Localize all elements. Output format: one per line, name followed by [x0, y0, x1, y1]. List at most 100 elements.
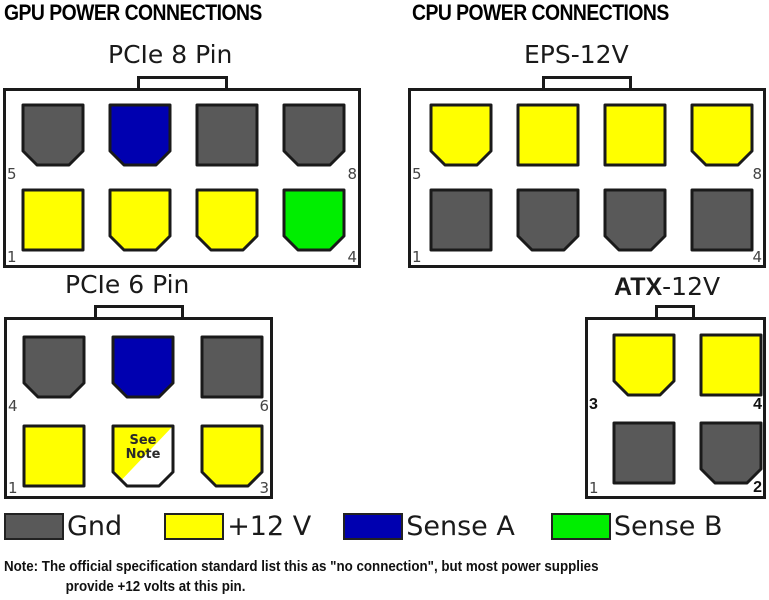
footnote: Note: The official specification standar…: [4, 557, 708, 597]
gnd-pin-shape: [200, 335, 264, 399]
eps12v-pin-label-top-right: 8: [752, 165, 762, 183]
atx12v-connector: 3 4 1 2: [585, 317, 766, 499]
gnd-pin-shape: [516, 188, 580, 252]
eps12v-pin-6: [516, 103, 580, 167]
pcie8-pin-2: [108, 188, 172, 252]
pcie8-pin-8: [282, 103, 346, 167]
gnd-pin-shape: [282, 103, 346, 167]
eps12v-pin-7: [603, 103, 667, 167]
plus12v-pin-shape: [21, 188, 85, 252]
atx12v-title: ATX-12V: [614, 272, 720, 302]
atx12v-pin-2: [699, 421, 763, 485]
pcie8-title: PCIe 8 Pin: [108, 40, 233, 69]
atx12v-pin-label-bottom-left: 1: [589, 479, 599, 497]
pcie6-pin-4: [22, 335, 86, 399]
cpu-section-heading: CPU POWER CONNECTIONS: [412, 0, 669, 25]
eps12v-pin-8: [690, 103, 754, 167]
atx12v-latch-tab: [655, 305, 695, 319]
plus12v-pin-shape: [429, 103, 493, 167]
gnd-pin-shape: [699, 421, 763, 485]
legend-label: +12 V: [227, 511, 312, 542]
sense-b-pin-shape: [282, 188, 346, 252]
pcie8-pin-label-bottom-left: 1: [7, 248, 17, 266]
pcie6-latch-tab: [94, 305, 184, 319]
plus12v-pin-shape: [612, 333, 676, 397]
atx12v-pin-label-top-left: 3: [589, 396, 598, 413]
pcie8-pin-label-top-right: 8: [347, 165, 357, 183]
footnote-line-2: provide +12 volts at this pin.: [65, 579, 246, 595]
pcie8-pin-1: [21, 188, 85, 252]
eps12v-pin-2: [516, 188, 580, 252]
atx12v-pin-4: [699, 333, 763, 397]
gnd-pin-shape: [690, 188, 754, 252]
sense-b-swatch: [550, 513, 611, 540]
legend-item-gnd: Gnd: [4, 513, 122, 540]
plus12v-pin-shape: [516, 103, 580, 167]
gnd-pin-shape: [22, 335, 86, 399]
pcie8-connector: 5 8 1 4: [3, 88, 361, 268]
eps12v-connector: 5 8 1 4: [408, 88, 766, 268]
see-note-pin-shape: [111, 424, 175, 488]
pcie6-pin-label-top-right: 6: [259, 397, 269, 415]
pcie6-pin-label-bottom-left: 1: [8, 479, 18, 497]
pcie8-pin-5: [21, 103, 85, 167]
gnd-pin-shape: [429, 188, 493, 252]
pcie6-pin-5: [111, 335, 175, 399]
legend-label: Sense B: [613, 511, 723, 542]
plus12v-pin-shape: [108, 188, 172, 252]
eps12v-pin-label-top-left: 5: [412, 165, 422, 183]
eps12v-pin-5: [429, 103, 493, 167]
footnote-line-1: Note: The official specification standar…: [4, 559, 599, 575]
pcie6-pin-label-bottom-right: 3: [259, 479, 269, 497]
gnd-pin-shape: [603, 188, 667, 252]
eps12v-latch-tab: [542, 76, 632, 90]
legend-item-sense-b: Sense B: [550, 511, 723, 542]
sense-a-swatch: [343, 513, 404, 540]
eps12v-pin-label-bottom-left: 1: [412, 248, 422, 266]
pcie6-pin-3: [200, 424, 264, 488]
pcie6-title: PCIe 6 Pin: [65, 270, 190, 299]
sense-a-pin-shape: [111, 335, 175, 399]
legend: Gnd +12 V Sense A Sense B: [4, 513, 744, 540]
plus12v-pin-shape: [699, 333, 763, 397]
see-note-line-1: See: [129, 433, 157, 448]
pcie8-latch-tab: [137, 76, 228, 90]
atx12v-pin-label-bottom-right: 2: [753, 479, 762, 496]
eps12v-title: EPS-12V: [524, 40, 629, 69]
atx12v-pin-3: [612, 333, 676, 397]
eps12v-pin-label-bottom-right: 4: [752, 248, 762, 266]
legend-label: Sense A: [406, 511, 515, 542]
plus12v-swatch: [164, 513, 225, 540]
atx12v-title-rest: -12V: [662, 272, 721, 301]
plus12v-pin-shape: [690, 103, 754, 167]
legend-item-plus12v: +12 V: [164, 513, 311, 540]
legend-label: Gnd: [67, 511, 123, 542]
gnd-pin-shape: [195, 103, 259, 167]
pcie8-pin-3: [195, 188, 259, 252]
see-note-line-2: Note: [125, 447, 161, 462]
eps12v-pin-1: [429, 188, 493, 252]
pcie8-pin-4: [282, 188, 346, 252]
legend-item-sense-a: Sense A: [343, 513, 515, 540]
pcie6-pin-label-top-left: 4: [8, 397, 18, 415]
pcie8-pin-label-bottom-right: 4: [347, 248, 357, 266]
atx12v-pin-label-top-right: 4: [753, 396, 762, 413]
atx12v-pin-1: [612, 421, 676, 485]
gnd-pin-shape: [21, 103, 85, 167]
pcie8-pin-6: [108, 103, 172, 167]
plus12v-pin-shape: [200, 424, 264, 488]
pcie6-pin-6: [200, 335, 264, 399]
plus12v-pin-shape: [195, 188, 259, 252]
plus12v-pin-shape: [603, 103, 667, 167]
pcie8-pin-7: [195, 103, 259, 167]
pcie6-pin-1: [22, 424, 86, 488]
gnd-swatch: [4, 513, 64, 540]
sense-a-pin-shape: [108, 103, 172, 167]
eps12v-pin-3: [603, 188, 667, 252]
eps12v-pin-4: [690, 188, 754, 252]
gpu-section-heading: GPU POWER CONNECTIONS: [4, 0, 262, 25]
pcie8-pin-label-top-left: 5: [7, 165, 17, 183]
